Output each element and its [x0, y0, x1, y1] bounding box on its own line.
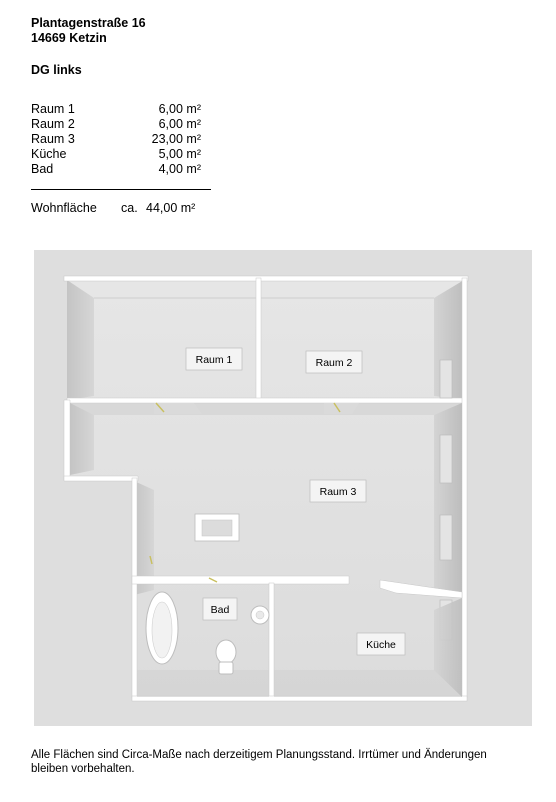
label-raum3: Raum 3 [309, 479, 367, 503]
room-name: Raum 1 [31, 102, 75, 116]
wall-right [461, 277, 468, 699]
wall-kueche-top [379, 579, 463, 599]
room-name: Raum 3 [31, 132, 75, 146]
room-area: 5,00 m² [158, 147, 201, 161]
city-postcode: 14669 Ketzin [31, 31, 107, 45]
room-area: 23,00 m² [151, 132, 201, 146]
label-kueche: Küche [356, 632, 406, 656]
label-raum3-text: Raum 3 [320, 486, 357, 498]
room-area: 6,00 m² [158, 102, 201, 116]
label-bad-text: Bad [211, 604, 230, 616]
address-block: Plantagenstraße 16 14669 Ketzin [31, 16, 146, 46]
room-name: Raum 2 [31, 117, 75, 131]
total-divider [31, 189, 211, 190]
label-raum2: Raum 2 [305, 350, 363, 374]
room-area: 6,00 m² [158, 117, 201, 131]
wall-bad-kueche [268, 582, 275, 701]
room-area-list: Raum 1 6,00 m² Raum 2 6,00 m² Raum 3 23,00 … [31, 102, 201, 177]
label-kueche-text: Küche [366, 639, 396, 651]
wall-left-lower [131, 477, 138, 699]
window-raum2 [439, 359, 453, 399]
total-label: Wohnfläche [31, 201, 97, 215]
label-raum2-text: Raum 2 [316, 357, 353, 369]
total-value: 44,00 m² [146, 201, 196, 215]
label-bad: Bad [202, 597, 238, 621]
room-row: Küche 5,00 m² [31, 147, 201, 162]
street-address: Plantagenstraße 16 [31, 16, 146, 30]
window-raum3-2 [439, 514, 453, 561]
room-name: Küche [31, 147, 67, 161]
wall-partition-raum1-raum2 [255, 277, 262, 403]
floor-plan: Raum 1 Raum 2 Raum 3 Bad Küche [34, 250, 532, 726]
toilet [215, 639, 237, 665]
room-row: Raum 3 23,00 m² [31, 132, 201, 147]
wall-raum1-left [67, 280, 94, 400]
wall-top [63, 275, 469, 282]
total-approx: ca. [121, 201, 138, 215]
wall-bad-top [131, 575, 350, 585]
label-raum1: Raum 1 [185, 347, 243, 371]
room-row: Raum 2 6,00 m² [31, 117, 201, 132]
unit-title: DG links [31, 63, 82, 77]
label-raum1-text: Raum 1 [196, 354, 233, 366]
window-raum3-1 [439, 434, 453, 484]
wall-raum1-raum2-bottom [66, 397, 465, 404]
room-name: Bad [31, 162, 54, 176]
disclaimer-note: Alle Flächen sind Circa-Maße nach derzei… [31, 749, 487, 775]
room-row: Raum 1 6,00 m² [31, 102, 201, 117]
room-area: 4,00 m² [158, 162, 201, 176]
room-row: Bad 4,00 m² [31, 162, 201, 177]
